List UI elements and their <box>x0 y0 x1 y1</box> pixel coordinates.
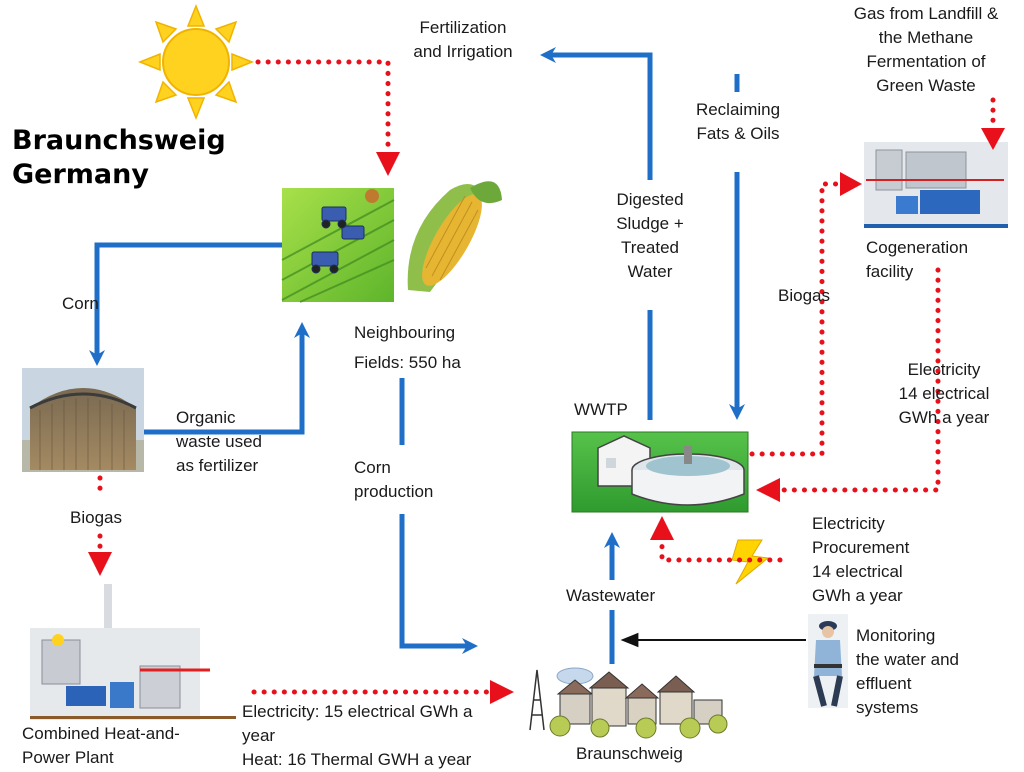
label-reclaiming-line-1: Reclaiming <box>695 100 781 119</box>
label-procurement-line-1: Electricity <box>812 514 885 533</box>
label-electricity-procurement: Electricity Procurement 14 electrical GW… <box>812 512 909 608</box>
label-electricity-line-3: GWh a year <box>898 408 990 427</box>
arrow-corn-production-to-city-lower <box>399 514 479 655</box>
label-biogas-right: Biogas <box>778 286 830 305</box>
label-organic-waste: Organic waste used as fertilizer <box>176 406 262 478</box>
label-procurement-line-2: Procurement <box>812 538 910 557</box>
label-gas-line-4: Green Waste <box>876 76 976 95</box>
label-heat16: Heat: 16 Thermal GWH a year <box>242 750 472 769</box>
arrowhead-chp-to-city <box>490 680 514 704</box>
label-braunschweig: Braunschweig <box>576 744 683 763</box>
label-neighbouring-fields: Neighbouring Fields: 550 ha <box>354 318 461 378</box>
label-digested-line-2: Sludge + <box>616 214 684 233</box>
arrowhead-gas-to-cogeneration <box>981 128 1005 150</box>
label-monitoring-line-1: Monitoring <box>856 626 936 645</box>
label-corn-production-line-1: Corn <box>354 458 391 477</box>
label-gas-line-1: Gas from Landfill & <box>853 4 999 23</box>
arrowhead-digester-biogas-to-chp <box>88 552 112 576</box>
arrowhead-procurement-to-wwtp <box>650 516 674 540</box>
label-organic-line-3: as fertilizer <box>176 456 259 475</box>
label-chp-line-2: Power Plant <box>22 748 114 767</box>
arrow-sun-to-fields <box>255 59 391 155</box>
label-elec15-line-1: Electricity: 15 electrical GWh a <box>242 702 473 721</box>
label-digested-line-1: Digested <box>616 190 684 209</box>
label-wwtp: WWTP <box>574 400 628 419</box>
arrow-procurement-to-wwtp <box>659 537 783 563</box>
label-electricity-line-2: 14 electrical <box>898 384 990 403</box>
label-fertilization-irrigation: Fertilization and Irrigation <box>400 16 526 64</box>
cogeneration-facility-image <box>864 142 1008 228</box>
title-line-1: Braunchsweig <box>12 125 226 156</box>
arrowhead-biogas-to-cogeneration <box>840 172 862 196</box>
label-reclaiming-line-2: Fats & Oils <box>696 124 780 143</box>
label-monitoring-line-4: systems <box>856 698 919 717</box>
label-procurement-line-3: 14 electrical <box>812 562 903 581</box>
label-gas-from-landfill: Gas from Landfill & the Methane Fermenta… <box>838 2 1014 98</box>
label-gas-line-3: Fermentation of <box>866 52 986 71</box>
label-corn: Corn <box>62 294 99 313</box>
label-digested-line-3: Treated <box>621 238 679 257</box>
label-electricity-heat: Electricity: 15 electrical GWh a year He… <box>242 700 473 772</box>
label-neighbouring-line-1: Neighbouring <box>354 323 456 342</box>
label-fertilization-line-1: Fertilization <box>419 18 507 37</box>
label-organic-line-2: waste used <box>176 432 262 451</box>
label-corn-production: Corn production <box>354 456 433 504</box>
label-cogeneration-line-2: facility <box>866 262 914 281</box>
biogas-digester-image <box>22 368 144 472</box>
label-cogeneration-line-1: Cogeneration <box>866 238 969 257</box>
label-neighbouring-line-2: Fields: 550 ha <box>354 353 461 372</box>
label-chp-line-1: Combined Heat-and- <box>22 724 180 743</box>
title-line-2: Germany <box>12 159 149 190</box>
corn-cob-image <box>407 181 502 292</box>
chp-plant-image <box>30 584 236 720</box>
label-gas-line-2: the Methane <box>878 28 974 47</box>
label-electricity-line-1: Electricity <box>907 360 981 379</box>
label-monitoring-line-2: the water and <box>856 650 960 669</box>
label-corn-production-line-2: production <box>354 482 434 501</box>
label-reclaiming-fats-oils: Reclaiming Fats & Oils <box>688 98 788 146</box>
label-organic-line-1: Organic <box>176 408 236 427</box>
label-digested-line-4: Water <box>627 262 673 281</box>
label-wastewater: Wastewater <box>566 586 656 605</box>
fields-illustration <box>281 188 395 303</box>
label-biogas-left: Biogas <box>70 508 122 527</box>
label-electricity-14: Electricity 14 electrical GWh a year <box>884 358 1004 430</box>
label-fertilization-line-2: and Irrigation <box>413 42 513 61</box>
sun-icon <box>137 3 255 121</box>
city-illustration <box>529 667 728 739</box>
label-monitoring-line-3: effluent <box>856 674 912 693</box>
label-digested-sludge: Digested Sludge + Treated Water <box>598 188 702 284</box>
arrowhead-electricity-to-wwtp <box>756 478 780 502</box>
arrow-wwtp-biogas-to-cogeneration <box>749 181 845 457</box>
arrowhead-sun-to-fields <box>376 152 400 176</box>
label-elec15-line-2: year <box>242 726 276 745</box>
arrow-fields-to-corn <box>88 242 282 367</box>
arrow-organic-to-fields <box>144 321 311 435</box>
label-monitoring: Monitoring the water and effluent system… <box>856 624 959 720</box>
guard-figure-image <box>808 614 848 708</box>
label-procurement-line-4: GWh a year <box>812 586 903 605</box>
page-title: Braunchsweig Germany <box>12 124 226 192</box>
label-chp-plant: Combined Heat-and- Power Plant <box>22 722 180 770</box>
arrow-sludge-to-fertilization-upper <box>539 46 653 180</box>
arrow-electricity-to-wwtp <box>777 267 941 493</box>
label-cogeneration-facility: Cogeneration facility <box>866 236 968 284</box>
wwtp-illustration <box>571 431 749 513</box>
